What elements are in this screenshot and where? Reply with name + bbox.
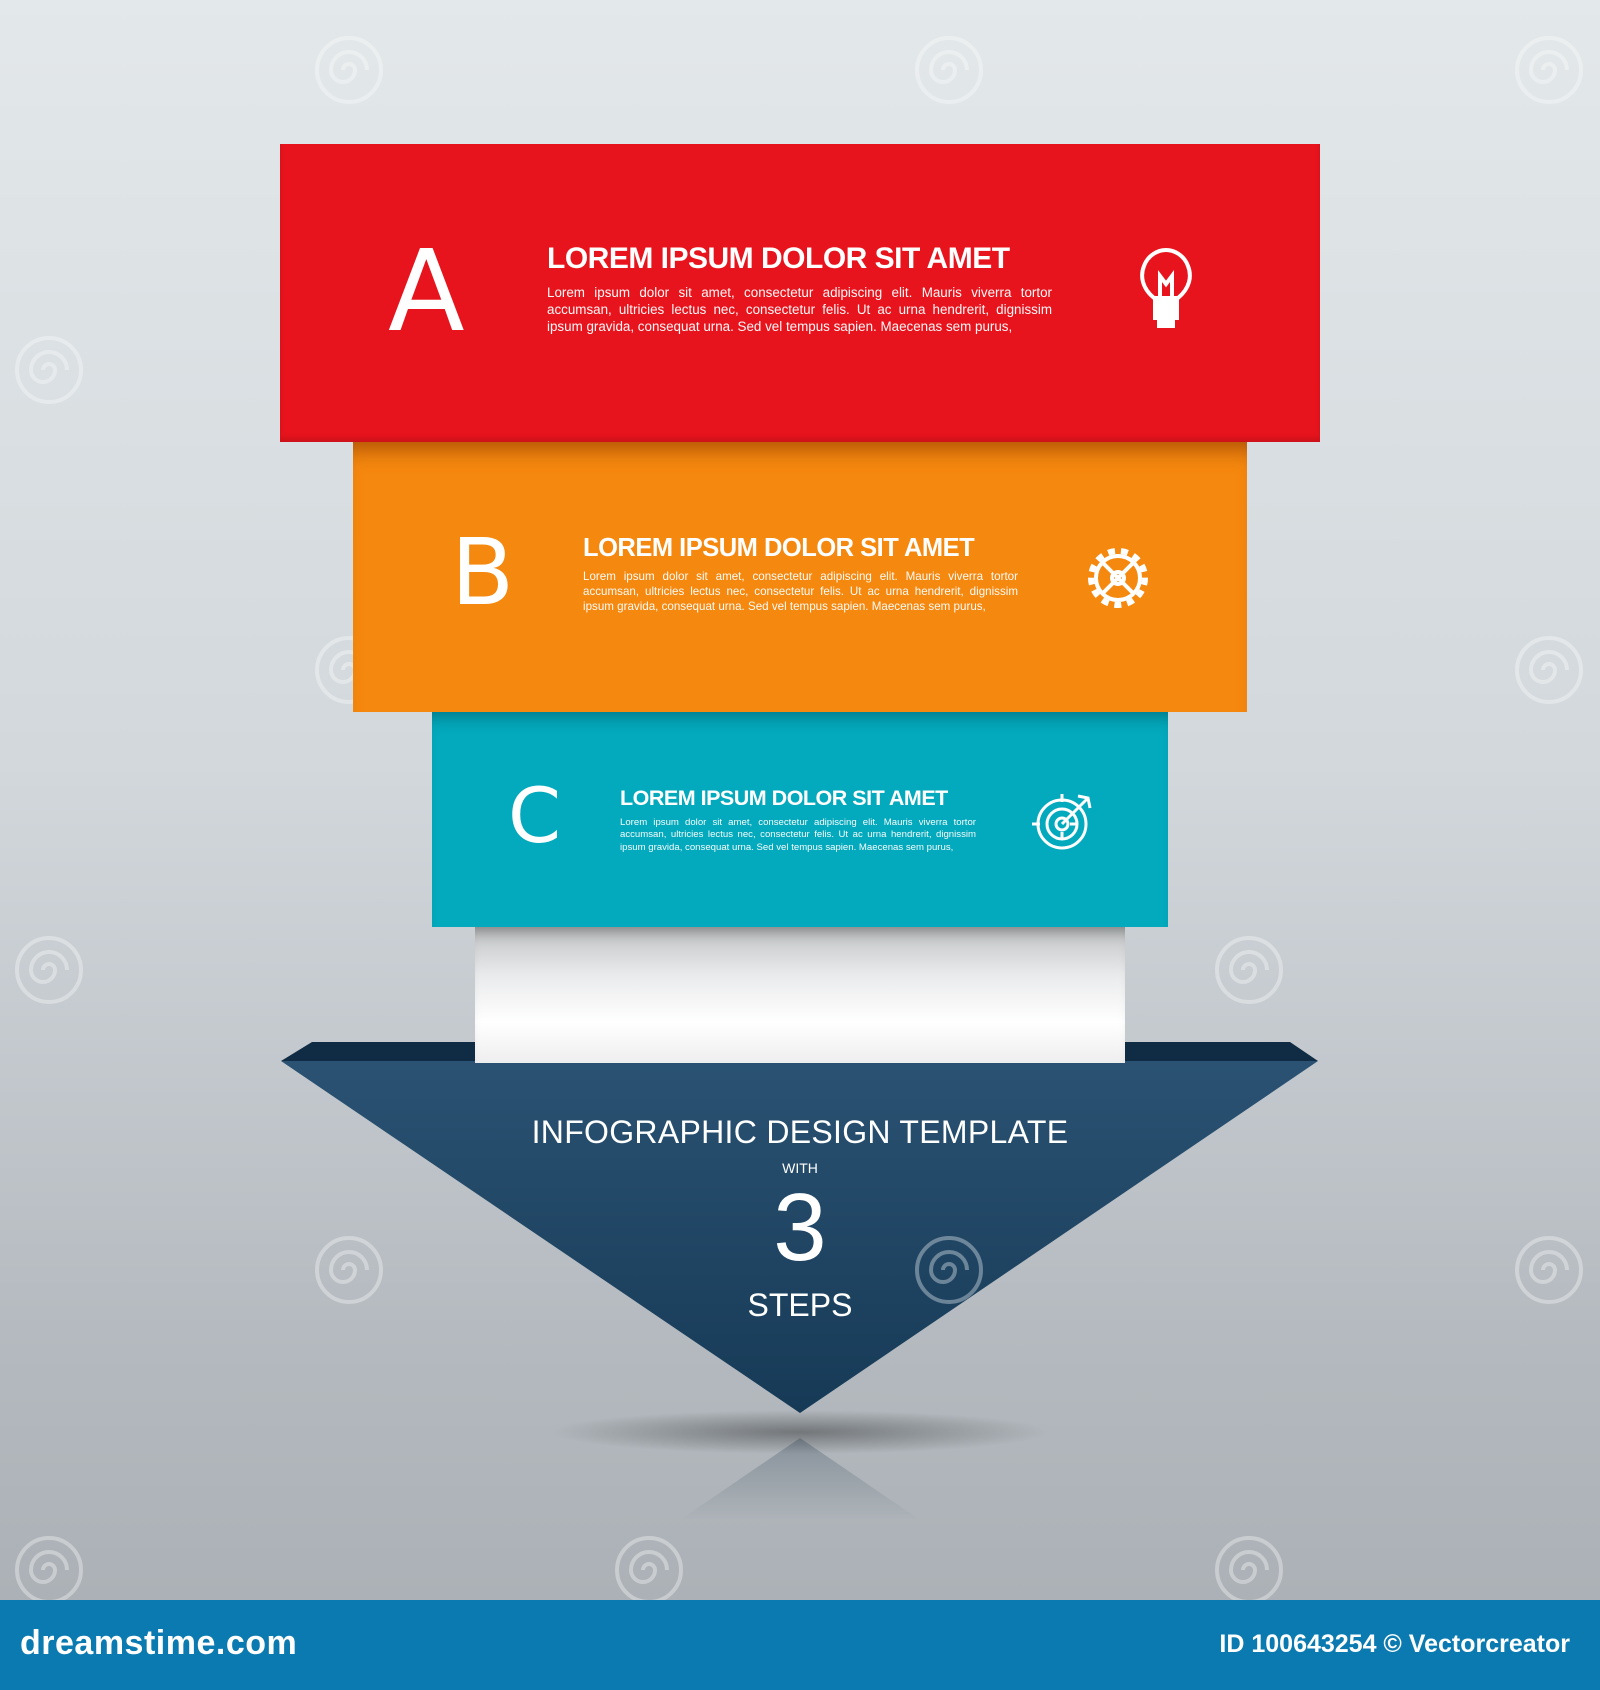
step-a-title: LOREM IPSUM DOLOR SIT AMET xyxy=(547,242,1010,275)
step-c-text: LOREM IPSUM DOLOR SIT AMET Lorem ipsum d… xyxy=(620,786,976,854)
footer-brand[interactable]: dreamstime.com xyxy=(20,1624,298,1662)
spiral-watermark-icon xyxy=(915,1236,983,1304)
arrow-title: INFOGRAPHIC DESIGN TEMPLATE xyxy=(531,1114,1069,1150)
step-a-letter: A xyxy=(388,227,465,357)
footer-credit: ID 100643254 © Vectorcreator xyxy=(1219,1630,1570,1658)
spiral-watermark-icon xyxy=(615,1536,683,1604)
step-b-body: Lorem ipsum dolor sit amet, consectetur … xyxy=(583,570,1018,613)
spiral-watermark-icon xyxy=(915,36,983,104)
lightbulb-icon xyxy=(1140,247,1192,328)
arrow-steps: STEPS xyxy=(747,1287,853,1323)
spiral-watermark-icon xyxy=(315,36,383,104)
footer-bar: dreamstime.com ID 100643254 © Vectorcrea… xyxy=(0,1600,1600,1690)
spiral-watermark-icon xyxy=(15,336,83,404)
step-b-letter: B xyxy=(451,519,515,626)
gear-icon xyxy=(1088,548,1148,608)
step-a-band: A LOREM IPSUM DOLOR SIT AMET Lorem ipsum… xyxy=(280,144,1320,442)
arrow-body xyxy=(281,1061,1318,1413)
grey-band xyxy=(475,927,1125,1063)
target-icon xyxy=(1032,794,1092,854)
arrow-shadow xyxy=(550,1410,1050,1454)
spiral-watermark-icon xyxy=(15,1536,83,1604)
arrow-number: 3 xyxy=(773,1174,827,1281)
spiral-watermark-icon xyxy=(315,1236,383,1304)
step-c-title: LOREM IPSUM DOLOR SIT AMET xyxy=(620,786,948,810)
spiral-watermark-icon xyxy=(1215,936,1283,1004)
step-b-text: LOREM IPSUM DOLOR SIT AMET Lorem ipsum d… xyxy=(583,534,1018,614)
step-a-text: LOREM IPSUM DOLOR SIT AMET Lorem ipsum d… xyxy=(547,242,1052,335)
spiral-watermark-icon xyxy=(15,936,83,1004)
step-c-letter: C xyxy=(508,771,562,860)
step-b-band: B LOREM IPSUM DOLOR SIT AMET Lorem ipsum… xyxy=(353,442,1247,712)
step-a-body: Lorem ipsum dolor sit amet, consectetur … xyxy=(547,285,1052,335)
spiral-watermark-icon xyxy=(1515,36,1583,104)
step-c-band: C LOREM IPSUM DOLOR SIT AMET Lorem ipsum… xyxy=(432,712,1168,927)
step-b-title: LOREM IPSUM DOLOR SIT AMET xyxy=(583,534,975,562)
arrow-reflection xyxy=(680,1438,920,1520)
step-c-body: Lorem ipsum dolor sit amet, consectetur … xyxy=(620,817,976,853)
spiral-watermark-icon xyxy=(1515,1236,1583,1304)
spiral-watermark-icon xyxy=(1515,636,1583,704)
spiral-watermark-icon xyxy=(1215,1536,1283,1604)
arrow-with: WITH xyxy=(782,1160,818,1176)
